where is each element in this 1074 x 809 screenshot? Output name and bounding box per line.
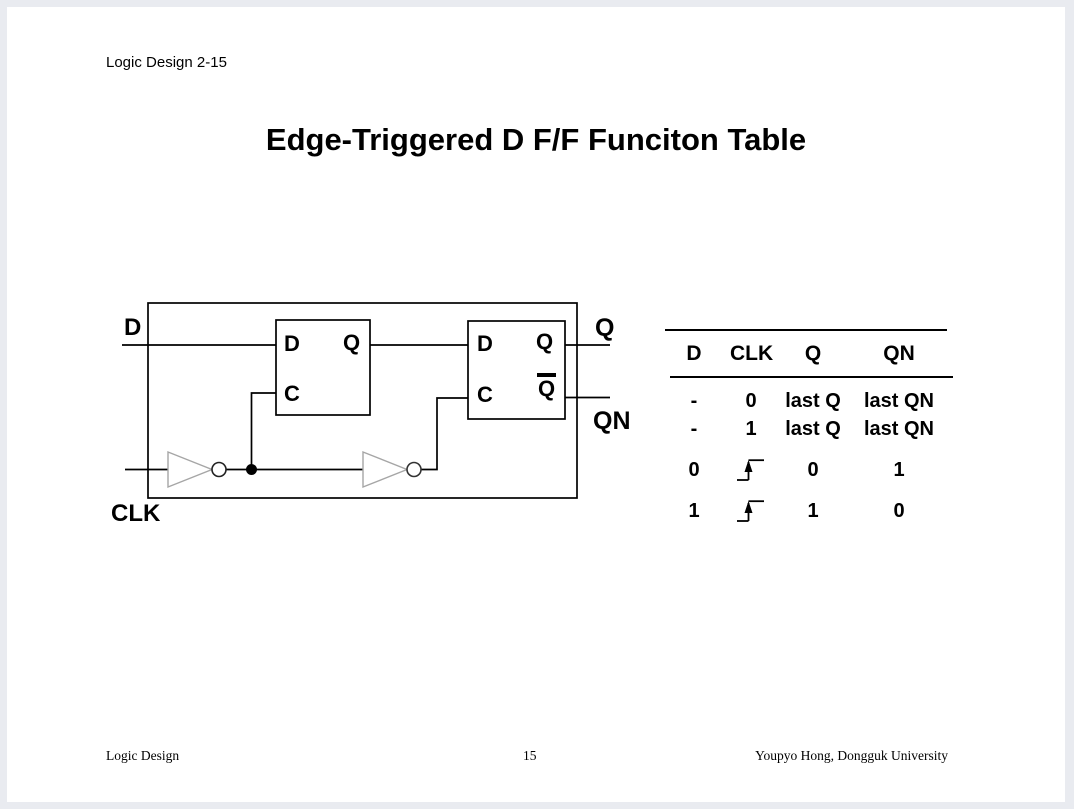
circuit-label-q: Q xyxy=(595,314,615,342)
rising-edge-icon xyxy=(737,459,764,481)
cell-d: 1 xyxy=(688,500,700,522)
slide-page: Logic Design 2-15 Edge-Triggered D F/F F… xyxy=(7,7,1065,802)
wire-clk-to-c1 xyxy=(250,392,276,470)
table-header-d: D xyxy=(686,342,702,365)
latch2-pin-qbar-text: Q xyxy=(537,373,557,400)
dff-circuit-diagram xyxy=(122,302,610,499)
cell-q: last Q xyxy=(785,418,841,440)
table-row: - 0 last Q last QN xyxy=(658,387,954,415)
footer-author: Youpyo Hong, Dongguk University xyxy=(755,748,948,763)
table-row: 1 1 0 xyxy=(658,493,954,529)
cell-clk xyxy=(730,498,772,524)
latch1-pin-c: C xyxy=(284,381,300,406)
table-header-rule xyxy=(670,376,953,378)
table-top-rule xyxy=(665,329,947,331)
cell-q: 0 xyxy=(807,459,819,481)
latch1-box xyxy=(275,319,371,416)
cell-qn: 1 xyxy=(893,459,905,481)
rising-edge-icon xyxy=(737,500,764,522)
junction-dot xyxy=(246,464,257,475)
circuit-label-clk: CLK xyxy=(111,500,161,527)
latch2-pin-c: C xyxy=(477,382,493,407)
circuit-label-qn: QN xyxy=(593,407,631,435)
cell-qn: last QN xyxy=(863,418,935,440)
cell-d: - xyxy=(690,418,698,440)
cell-qn: last QN xyxy=(863,390,935,412)
inverter1-icon xyxy=(167,450,227,489)
latch1-pin-d: D xyxy=(284,331,300,356)
circuit-label-d: D xyxy=(124,314,142,341)
function-table: D CLK Q QN - 0 last Q last QN - 1 last Q… xyxy=(658,330,954,529)
cell-q: 1 xyxy=(807,500,819,522)
table-header-row: D CLK Q QN xyxy=(658,330,954,377)
cell-qn: 0 xyxy=(893,500,905,522)
cell-clk xyxy=(730,457,772,483)
slide-label: Logic Design 2-15 xyxy=(106,54,227,71)
latch1-pin-q: Q xyxy=(343,330,361,355)
table-header-clk: CLK xyxy=(730,342,774,365)
footer-course-label: Logic Design xyxy=(106,748,180,763)
latch2-pin-d: D xyxy=(477,331,493,356)
latch2-pin-q: Q xyxy=(536,329,554,354)
wire-inverter2-to-c2 xyxy=(421,397,468,471)
footer-page-number: 15 xyxy=(523,748,537,763)
cell-d: - xyxy=(690,390,698,412)
table-header-q: Q xyxy=(804,342,822,365)
table-header-qn: QN xyxy=(883,342,915,365)
circuit-outer-box xyxy=(147,302,578,499)
page-title: Edge-Triggered D F/F Funciton Table xyxy=(265,122,807,157)
latch2-pin-qbar: Q xyxy=(537,373,557,401)
cell-clk: 0 xyxy=(745,390,757,412)
latch2-box xyxy=(467,320,566,420)
inverter2-icon xyxy=(362,450,422,489)
cell-d: 0 xyxy=(688,459,700,481)
cell-q: last Q xyxy=(785,390,841,412)
table-row: - 1 last Q last QN xyxy=(658,415,954,443)
cell-clk: 1 xyxy=(745,418,757,440)
table-row: 0 0 1 xyxy=(658,452,954,488)
